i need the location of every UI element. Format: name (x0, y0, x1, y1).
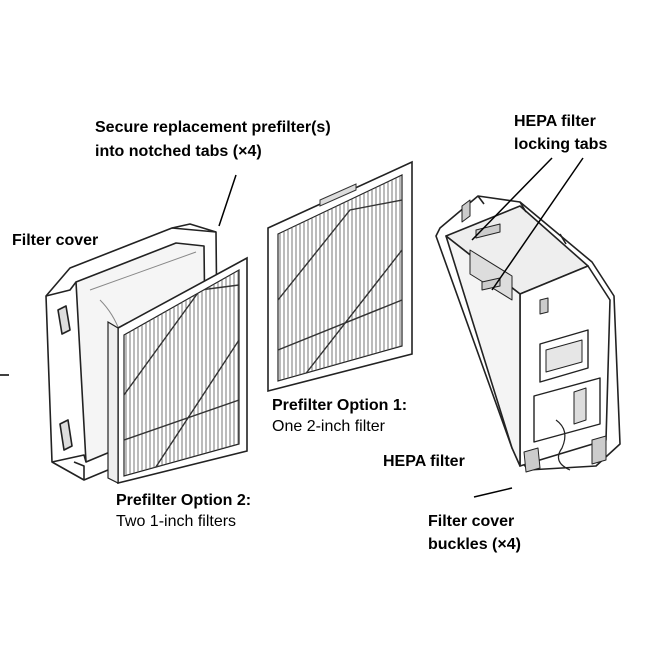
prefilter-option2-frame (107, 256, 248, 485)
cover-buckles-line2: buckles (×4) (428, 536, 521, 553)
prefilter-option1-frame (267, 160, 413, 393)
hepa-locking-tabs-label: HEPA filter locking tabs (514, 111, 607, 155)
secure-tabs-label: Secure replacement prefilter(s) into not… (95, 117, 331, 162)
purifier-unit (435, 195, 621, 473)
prefilter-option1-title: Prefilter Option 1: (272, 397, 408, 414)
cover-buckles-label: Filter cover buckles (×4) (428, 511, 521, 555)
leader-lines (0, 157, 584, 498)
secure-tabs-line1: Secure replacement prefilter(s) (95, 119, 331, 136)
hepa-filter-label: HEPA filter (383, 453, 465, 470)
prefilter-option1-desc: One 2-inch filter (272, 418, 385, 435)
prefilter-option2-title: Prefilter Option 2: (116, 492, 252, 509)
prefilter-option2-desc: Two 1-inch filters (116, 513, 237, 530)
hepa-locking-line2: locking tabs (514, 136, 608, 153)
filter-cover-label: Filter cover (12, 232, 99, 249)
secure-tabs-line2: into notched tabs (×4) (95, 143, 262, 160)
hepa-locking-line1: HEPA filter (514, 113, 596, 130)
cover-buckles-line1: Filter cover (428, 513, 515, 530)
